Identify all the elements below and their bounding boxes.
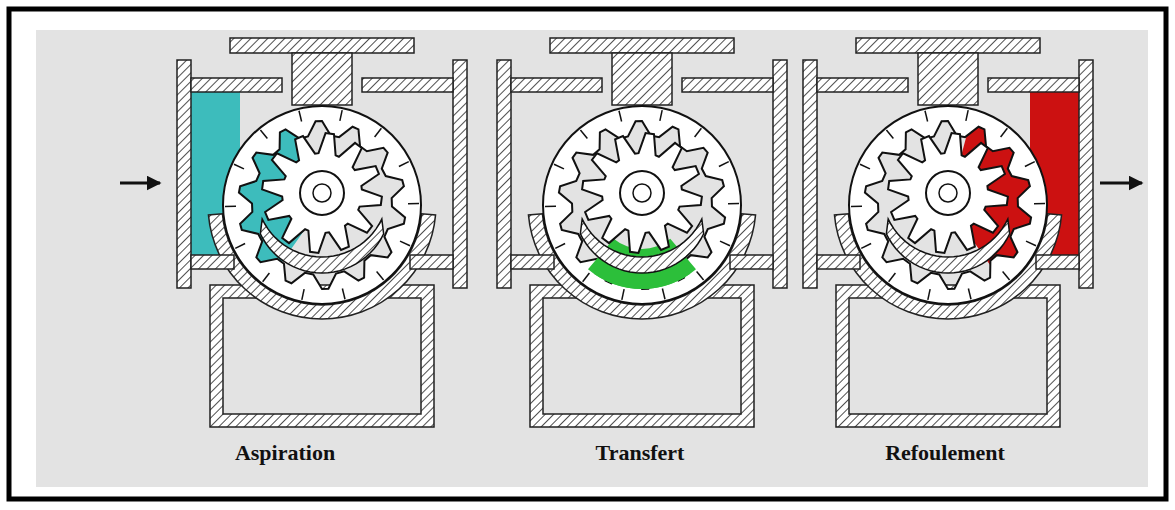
- ring-slot: [662, 289, 665, 300]
- ring-slot: [622, 289, 624, 300]
- ring-slot: [545, 206, 556, 208]
- port-wall: [191, 78, 282, 92]
- ring-slot: [1026, 241, 1036, 246]
- gear-pump: [497, 38, 787, 427]
- ring-slot: [660, 110, 662, 121]
- ring-slot: [860, 164, 870, 169]
- outer-frame: [9, 9, 1166, 499]
- port-wall: [511, 78, 602, 92]
- ring-slot: [719, 162, 729, 167]
- port-wall: [410, 255, 453, 269]
- ring-slot: [889, 273, 896, 282]
- gear-pump: [803, 38, 1093, 427]
- gear-hub: [926, 171, 970, 215]
- ring-slot: [554, 164, 564, 169]
- port-wall: [817, 255, 860, 269]
- gear-shaft: [313, 184, 331, 202]
- ring-slot: [377, 271, 384, 279]
- port-flange: [1079, 60, 1093, 288]
- ring-slot: [1001, 128, 1008, 137]
- ring-slot: [728, 203, 739, 205]
- top-boss: [292, 53, 352, 105]
- ring-slot: [234, 164, 244, 169]
- inlet-arrow: [120, 182, 160, 185]
- pump-drawings: [177, 38, 1093, 427]
- port-wall: [682, 78, 773, 92]
- port-flange: [803, 60, 817, 288]
- ring-slot: [555, 243, 565, 248]
- port-wall: [1036, 255, 1079, 269]
- port-wall: [730, 255, 773, 269]
- gear-shaft: [633, 184, 651, 202]
- ring-slot: [225, 206, 236, 208]
- gear-hub: [300, 171, 344, 215]
- ring-slot: [966, 110, 968, 121]
- top-flange: [230, 38, 414, 53]
- port-wall: [191, 255, 234, 269]
- gear-hub: [620, 171, 664, 215]
- port-flange: [497, 60, 511, 288]
- crescent: [580, 219, 703, 273]
- ring-slot: [263, 273, 270, 282]
- ring-slot: [342, 289, 345, 300]
- port-flange: [177, 60, 191, 288]
- ring-gear: [849, 106, 1047, 304]
- port-wall: [511, 255, 554, 269]
- ring-slot: [235, 243, 245, 248]
- ring-gear: [543, 106, 741, 304]
- crescent: [260, 219, 383, 273]
- inner-gear: [262, 133, 382, 253]
- ring-slot: [695, 128, 702, 137]
- ring-slot: [861, 243, 871, 248]
- ring-slot: [408, 203, 419, 205]
- panel-ground: [36, 30, 1148, 487]
- ring-slot: [968, 289, 971, 300]
- gear-shaft: [939, 184, 957, 202]
- port-wall: [817, 78, 908, 92]
- inner-gear: [582, 133, 702, 253]
- ring-slot: [720, 241, 730, 246]
- ring-slot: [619, 111, 622, 122]
- inner-gear: [888, 133, 1008, 253]
- port-wall: [362, 78, 453, 92]
- ring-slot: [302, 289, 304, 300]
- ring-slot: [583, 273, 590, 282]
- top-flange: [550, 38, 734, 53]
- top-flange: [856, 38, 1040, 53]
- ring-slot: [580, 130, 587, 138]
- top-boss: [918, 53, 978, 105]
- ring-slot: [697, 271, 704, 279]
- ring-slot: [1003, 271, 1010, 279]
- ring-slot: [340, 110, 342, 121]
- ring-slot: [1034, 203, 1045, 205]
- ring-slot: [851, 206, 862, 208]
- gear-pump: [177, 38, 467, 427]
- crescent: [886, 219, 1009, 273]
- stage-label: Transfert: [596, 440, 685, 466]
- ring-slot: [399, 162, 409, 167]
- ring-slot: [925, 111, 928, 122]
- ring-slot: [928, 289, 930, 300]
- ring-slot: [375, 128, 382, 137]
- top-boss: [612, 53, 672, 105]
- outlet-arrow: [1100, 182, 1142, 185]
- ring-slot: [886, 130, 893, 138]
- ring-slot: [1025, 162, 1035, 167]
- ring-slot: [400, 241, 410, 246]
- ring-slot: [260, 130, 267, 138]
- stage-label: Aspiration: [235, 440, 335, 466]
- ring-slot: [299, 111, 302, 122]
- port-flange: [453, 60, 467, 288]
- port-flange: [773, 60, 787, 288]
- port-wall: [988, 78, 1079, 92]
- stage-label: Refoulement: [885, 440, 1005, 466]
- ring-gear: [223, 106, 421, 304]
